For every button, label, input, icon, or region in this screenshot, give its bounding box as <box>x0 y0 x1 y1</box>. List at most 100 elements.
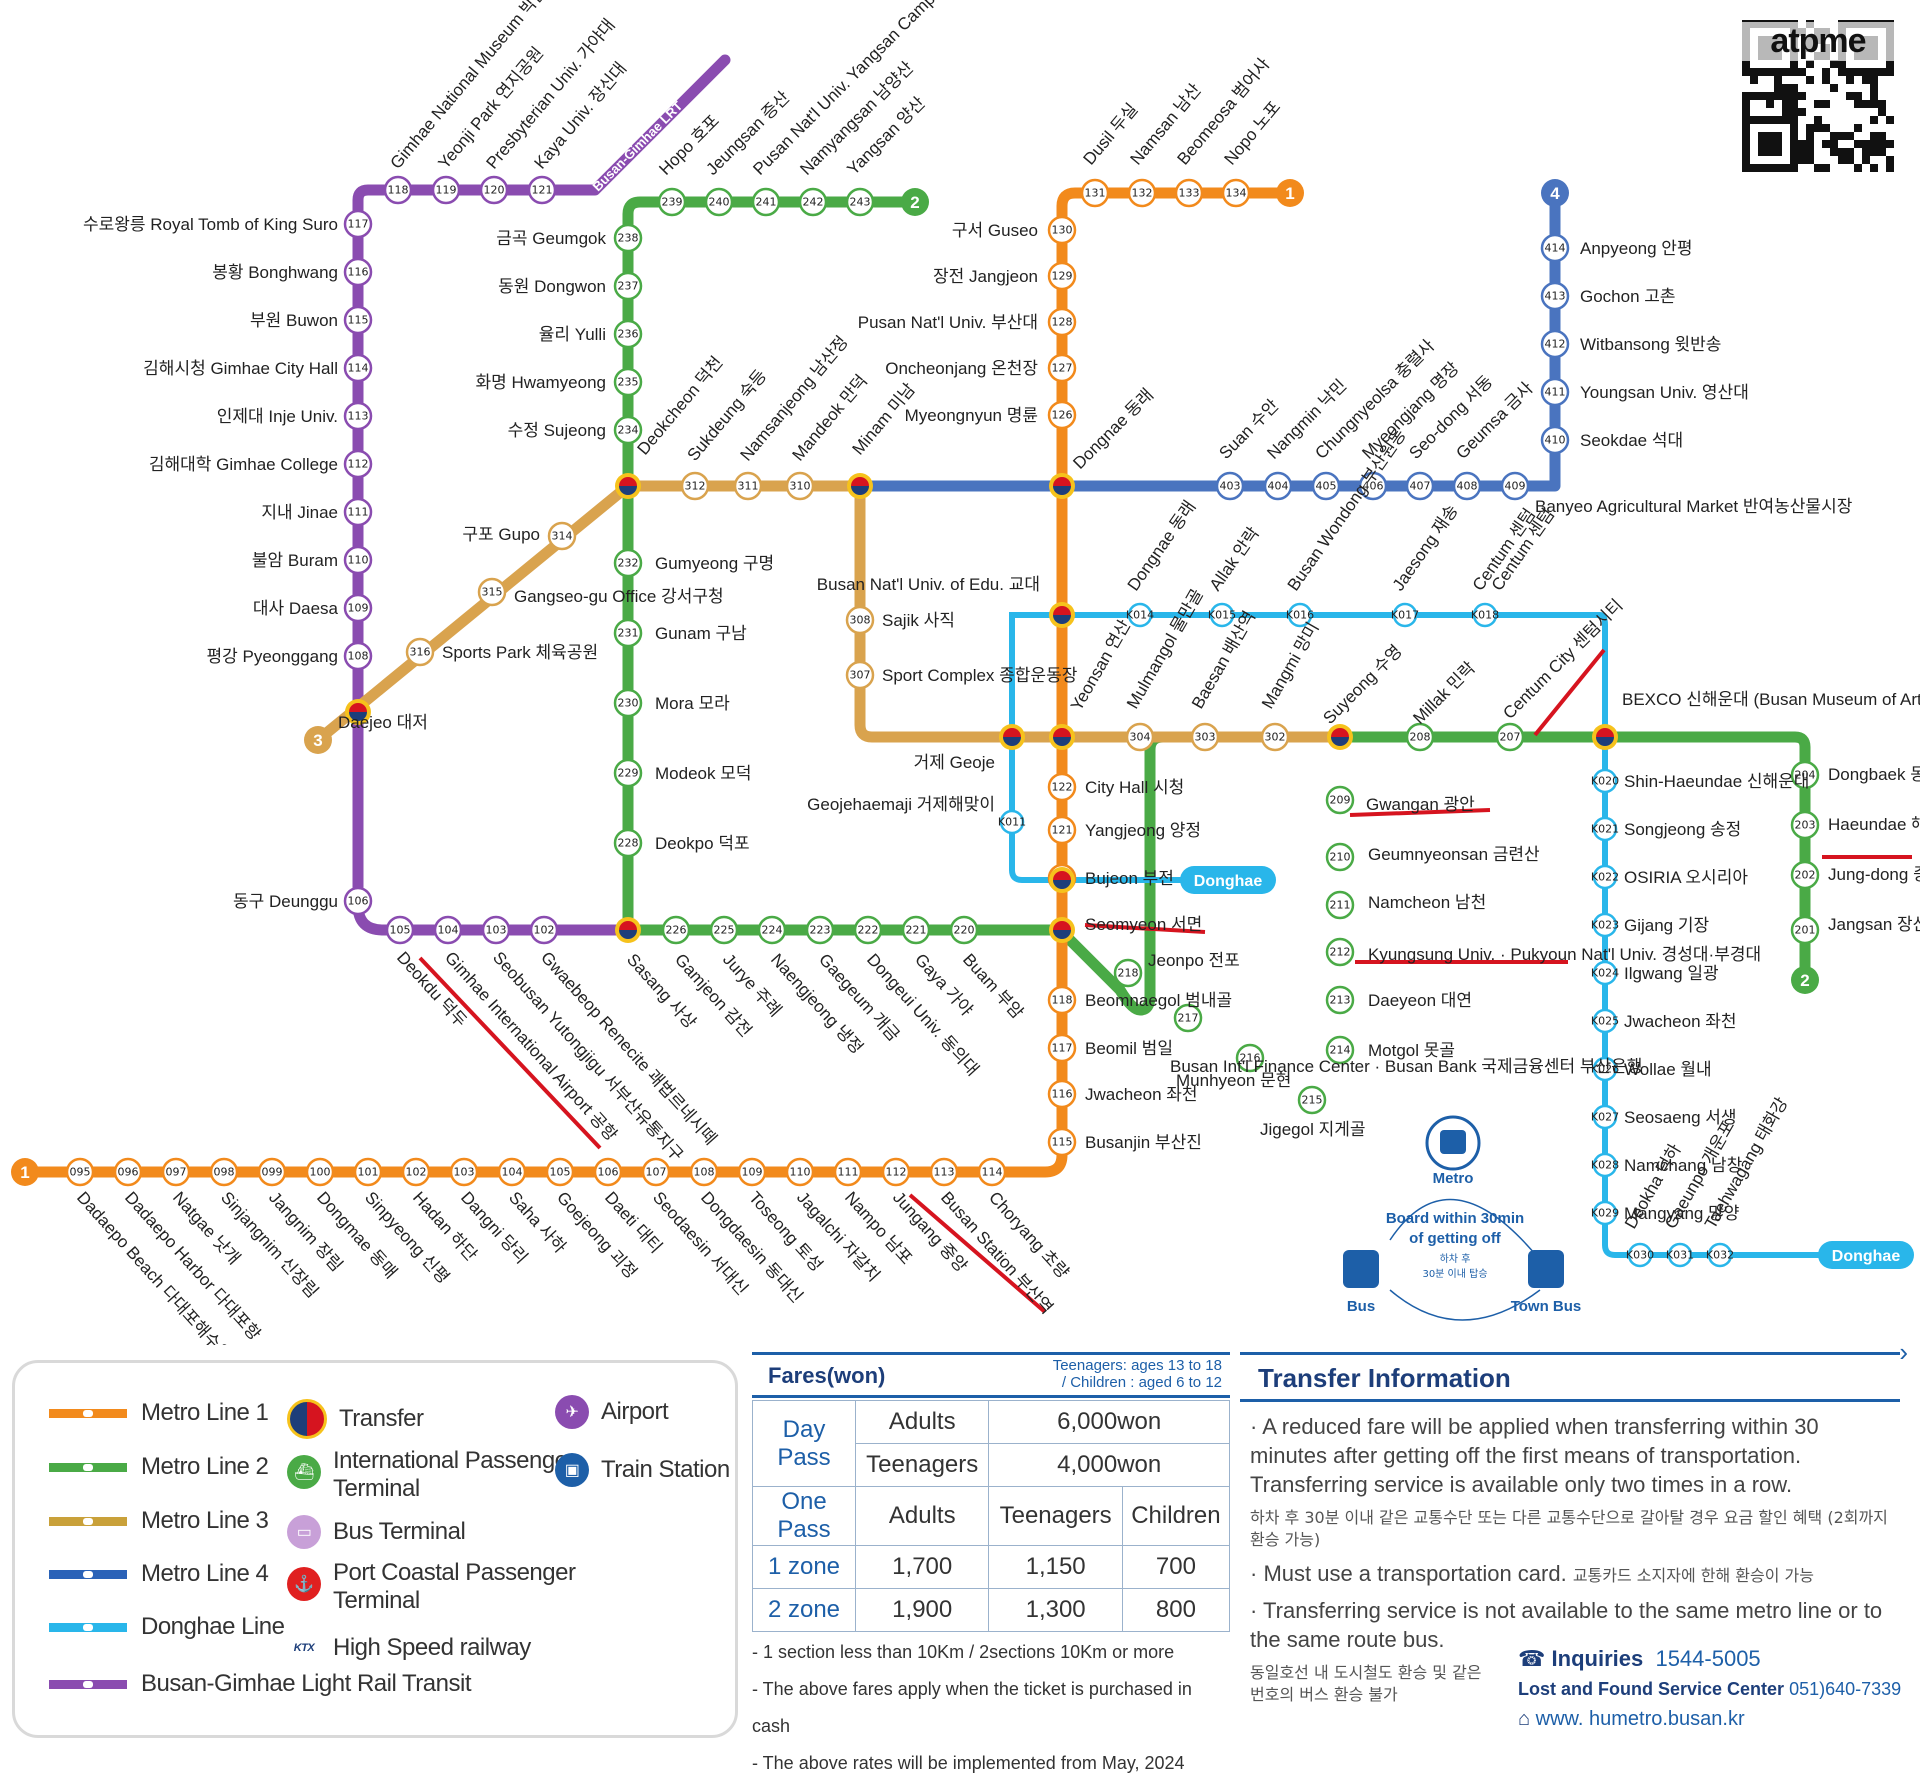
lost-number: 051)640-7339 <box>1789 1679 1902 1699</box>
station-marker <box>1325 1035 1355 1065</box>
qr-module <box>1886 116 1894 124</box>
station-code: 220 <box>954 924 975 937</box>
station-code: 216 <box>1240 1052 1261 1065</box>
station-marker <box>1190 722 1220 752</box>
transfer-bottom <box>1003 737 1021 746</box>
station-marker <box>1047 400 1077 430</box>
station-label: 부원 Buwon <box>250 311 338 330</box>
station-code: 403 <box>1220 480 1241 493</box>
table-row: Day Pass Adults 6,000won <box>752 1400 1230 1487</box>
station-marker <box>1047 261 1077 291</box>
legend-label: Transfer <box>339 1405 424 1432</box>
p2-en: · Must use a transportation card. <box>1250 1561 1567 1586</box>
station-label: 구포 Gupo <box>462 525 540 544</box>
station-marker <box>1392 602 1418 628</box>
station-code: K022 <box>1591 871 1619 884</box>
transfer-bottom <box>1053 486 1071 495</box>
qr-module <box>1870 84 1878 92</box>
station-label: Suyeong 수영 <box>1319 641 1405 727</box>
station-label: Gangseo-gu Office 강서구청 <box>514 587 724 606</box>
station-marker <box>545 1157 575 1187</box>
station-marker <box>1260 722 1290 752</box>
fares-header: Fares(won) Teenagers: ages 13 to 18/ Chi… <box>752 1352 1230 1398</box>
qr-module <box>1886 156 1894 164</box>
station-marker <box>405 637 435 667</box>
station-code: 203 <box>1795 819 1816 832</box>
station-code: 104 <box>438 924 459 937</box>
station-code: 100 <box>310 1166 331 1179</box>
z1-teen: 1,150 <box>988 1545 1123 1589</box>
station-code: 230 <box>618 697 639 710</box>
station-code: 107 <box>646 1166 667 1179</box>
station-marker <box>477 577 507 607</box>
station-code: 232 <box>618 557 639 570</box>
station-code: 134 <box>1226 187 1247 200</box>
legend-label: Metro Line 4 <box>141 1560 269 1587</box>
teen-label: Teenagers <box>854 1443 990 1487</box>
station-code: 237 <box>618 280 639 293</box>
fare-note-1: - 1 section less than 10Km / 2sections 1… <box>752 1642 1175 1662</box>
board-text-4: 30분 이내 탑승 <box>1422 1268 1487 1280</box>
station-label: Songjeong 송정 <box>1624 820 1741 839</box>
station-marker <box>449 1157 479 1187</box>
station-label: Oncheonjang 온천장 <box>885 359 1038 378</box>
station-label: Geojehaemaji 거제해맞이 <box>807 795 995 814</box>
station-label: 봉황 Bonghwang <box>212 263 338 282</box>
red-highlight-mark <box>908 1193 1047 1314</box>
transfer-bottom <box>1053 615 1071 624</box>
station-code: 226 <box>666 924 687 937</box>
station-marker <box>343 641 373 671</box>
station-marker <box>1405 722 1435 752</box>
legend-label: Bus Terminal <box>333 1518 466 1545</box>
station-marker <box>1790 810 1820 840</box>
station-code: 106 <box>598 1166 619 1179</box>
station-marker <box>1047 772 1077 802</box>
station-code: 111 <box>838 1166 859 1179</box>
station-marker <box>845 660 875 690</box>
station-code: 132 <box>1132 187 1153 200</box>
qr-module <box>1750 76 1758 84</box>
station-label: Kyungsung Univ. · Pukyoun Nat'l Univ. 경성… <box>1368 945 1761 964</box>
bus-label: Bus <box>1347 1298 1375 1315</box>
station-marker <box>613 758 643 788</box>
qr-module <box>1886 164 1894 172</box>
station-marker <box>1047 307 1077 337</box>
website-link[interactable]: www. humetro.busan.kr <box>1535 1708 1745 1730</box>
transfer-icon <box>287 1399 327 1439</box>
table-row: 2 zone 1,900 1,300 800 <box>752 1588 1231 1632</box>
station-marker <box>1592 1008 1618 1034</box>
station-label: Mora 모라 <box>655 694 730 713</box>
station-marker <box>949 915 979 945</box>
station-marker <box>1235 1043 1265 1073</box>
station-label: Pusan Nat'l Univ. 부산대 <box>858 313 1038 332</box>
station-code: 096 <box>118 1166 139 1179</box>
station-code: K026 <box>1591 1063 1619 1076</box>
station-code: 117 <box>348 218 369 231</box>
station-marker <box>1540 233 1570 263</box>
web-row[interactable]: ⌂ www. humetro.busan.kr <box>1518 1704 1901 1734</box>
board-text-1: Board within 30min <box>1386 1210 1524 1227</box>
fares-title: Fares(won) <box>768 1363 886 1388</box>
station-code: 234 <box>618 424 639 437</box>
station-label: Gunam 구남 <box>655 624 747 643</box>
station-label: 구서 Guseo <box>952 221 1038 240</box>
station-marker <box>709 915 739 945</box>
legend: Metro Line 1 Metro Line 2 Metro Line 3 M… <box>12 1360 738 1738</box>
station-label: 김해대학 Gimhae College <box>149 455 338 474</box>
station-label: 동구 Deunggu <box>233 892 338 911</box>
town-bus-label: Town Bus <box>1511 1298 1582 1315</box>
qr-module <box>1782 108 1790 116</box>
qr-module <box>1782 84 1790 92</box>
station-label: Dongnae 동래 <box>1124 497 1200 594</box>
station-marker <box>1540 425 1570 455</box>
bus-terminal-icon: ▭ <box>287 1515 321 1549</box>
station-code: 122 <box>1052 781 1073 794</box>
station-code: 223 <box>810 924 831 937</box>
transfer-p2: · Must use a transportation card. 교통카드 소… <box>1250 1559 1900 1588</box>
qr-module <box>1854 100 1862 108</box>
red-highlight-mark <box>418 956 602 1150</box>
qr-code[interactable]: atpme <box>1742 20 1894 172</box>
transfer-top <box>349 703 367 712</box>
donghae-pill <box>1180 866 1276 894</box>
